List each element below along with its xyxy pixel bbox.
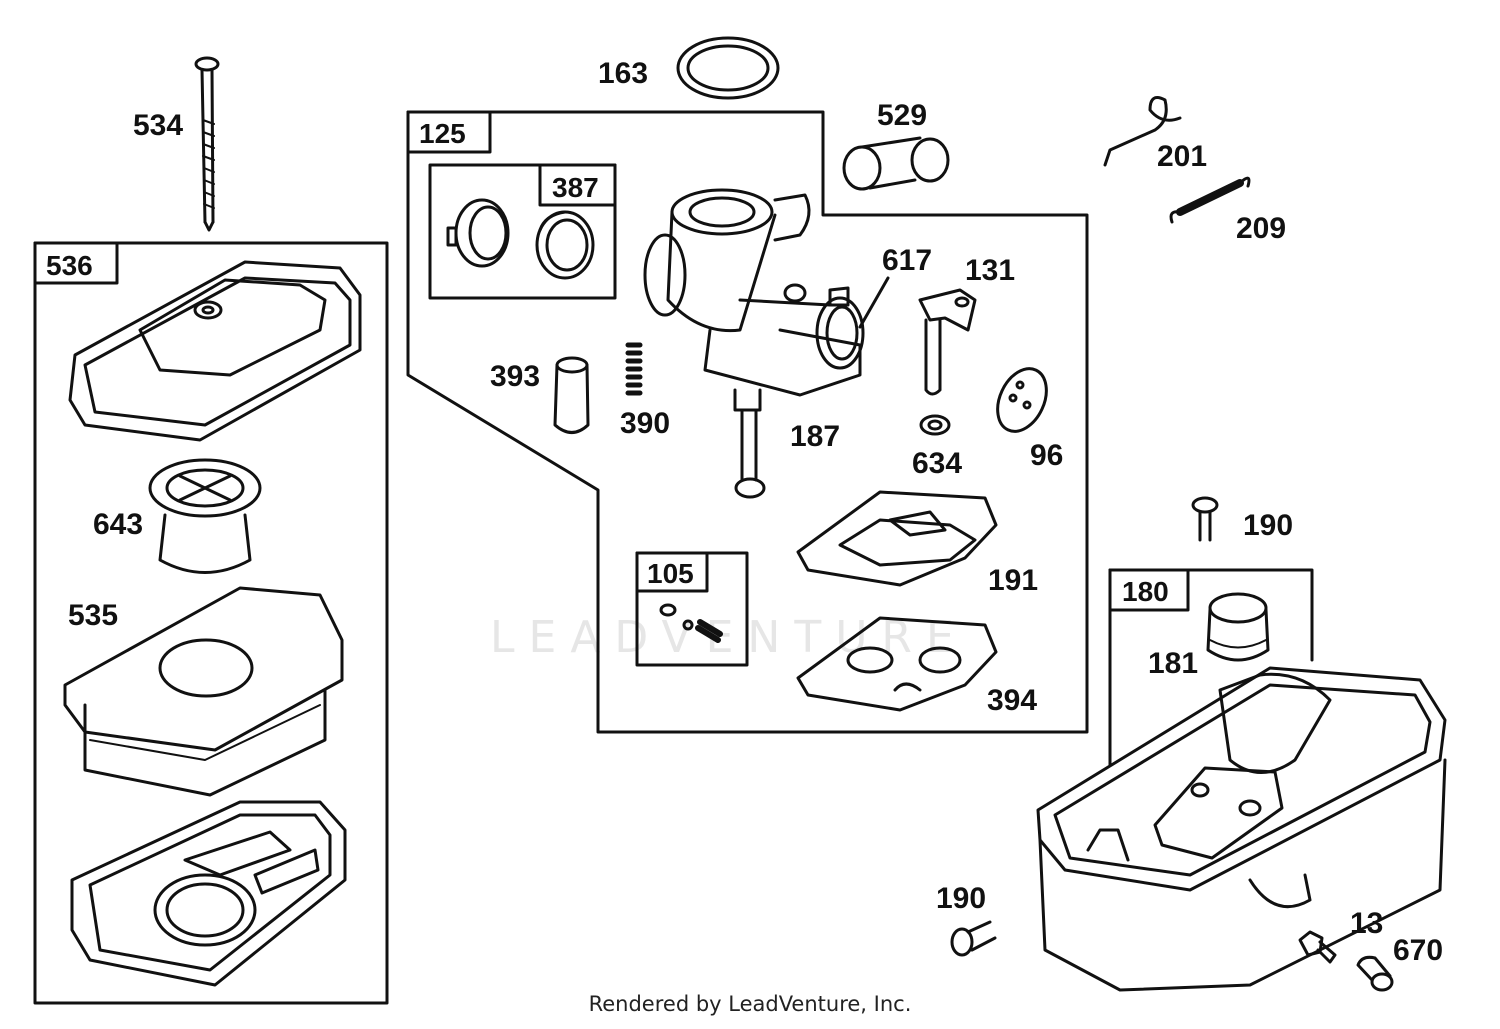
label-201: 201 (1157, 140, 1207, 173)
spring-209-drawing (1169, 176, 1251, 224)
screw-190-top-drawing (1191, 496, 1219, 542)
box-536-frame (33, 241, 389, 1005)
fuel-tank-drawing (1036, 666, 1447, 992)
carburetor-body-drawing (643, 188, 890, 499)
box-105-number: 105 (647, 558, 694, 589)
box-125-frame (406, 110, 1089, 734)
screw-534-drawing (194, 56, 220, 232)
box-180-tag (1108, 568, 1190, 612)
label-634: 634 (912, 447, 962, 480)
label-390: 390 (620, 407, 670, 440)
box-180-number: 180 (1122, 576, 1169, 607)
label-181: 181 (1148, 647, 1198, 680)
kit-387-drawing (446, 198, 595, 280)
spring-201-drawing (1103, 96, 1182, 167)
fitting-13-drawing (1298, 930, 1337, 964)
gasket-394-drawing (796, 616, 998, 712)
rendered-by-footer: Rendered by LeadVenture, Inc. (588, 992, 912, 1016)
label-190-top: 190 (1243, 509, 1293, 542)
air-cleaner-base-drawing (70, 800, 347, 987)
label-191: 191 (988, 564, 1038, 597)
seal-634-drawing (919, 414, 951, 436)
label-131: 131 (965, 254, 1015, 287)
label-394: 394 (987, 684, 1037, 717)
filter-element-535-drawing (63, 586, 344, 797)
label-643: 643 (93, 508, 143, 541)
label-187: 187 (790, 420, 840, 453)
box-536-number: 536 (46, 250, 93, 281)
label-393: 393 (490, 360, 540, 393)
label-163: 163 (598, 57, 648, 90)
sleeve-670-drawing (1356, 955, 1394, 992)
spring-390-drawing (625, 342, 643, 396)
throttle-shaft-131-drawing (918, 288, 977, 396)
label-13: 13 (1350, 907, 1383, 940)
plate-96-drawing (996, 367, 1048, 433)
gasket-191-drawing (796, 490, 998, 587)
gasket-163-drawing (676, 36, 780, 100)
box-387-number: 387 (552, 172, 599, 203)
label-529: 529 (877, 99, 927, 132)
elbow-529-drawing (842, 136, 950, 191)
fuel-cap-181-drawing (1206, 592, 1270, 662)
label-535: 535 (68, 599, 118, 632)
box-125-number: 125 (419, 118, 466, 149)
box-536-tag (33, 241, 119, 285)
box-125-tag (406, 110, 492, 154)
screw-190-bottom-drawing (950, 920, 997, 957)
needle-393-drawing (553, 356, 590, 434)
label-617: 617 (882, 244, 932, 277)
box-387-tag (538, 163, 617, 207)
label-534: 534 (133, 109, 183, 142)
label-96: 96 (1030, 439, 1063, 472)
kit-105-drawing (659, 603, 723, 643)
box-105-tag (635, 551, 709, 593)
label-670: 670 (1393, 934, 1443, 967)
label-209: 209 (1236, 212, 1286, 245)
insert-643-drawing (148, 458, 262, 574)
box-387-frame (428, 163, 617, 300)
label-190-bottom: 190 (936, 882, 986, 915)
air-cleaner-cover-drawing (68, 260, 362, 442)
